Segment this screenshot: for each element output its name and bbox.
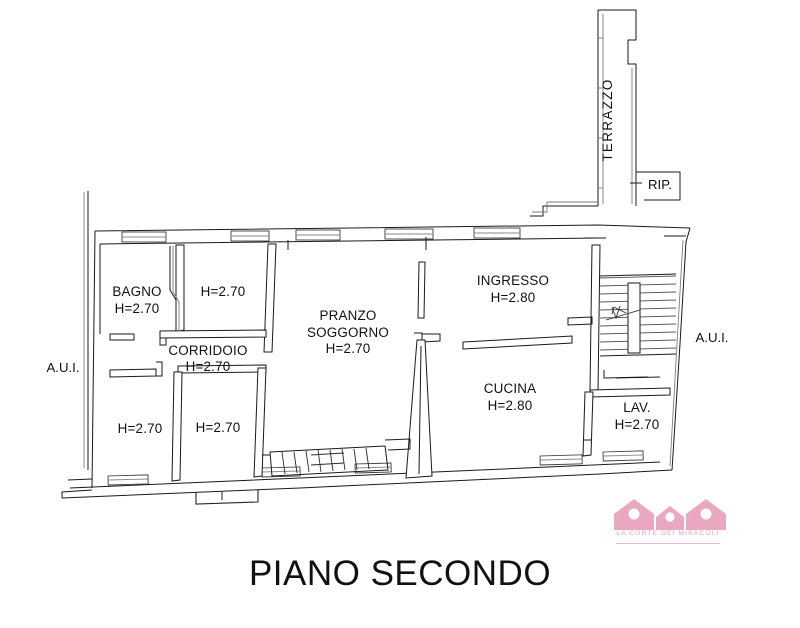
page-title: PIANO SECONDO bbox=[248, 554, 552, 593]
room-height-camera3: H=2.70 bbox=[196, 420, 241, 435]
room-height-bagno: H=2.70 bbox=[115, 301, 160, 316]
logo-brand-text: LA CORTE DEI MIRACOLI bbox=[616, 530, 720, 537]
left-rooms-walls bbox=[99, 243, 277, 482]
logo-houses-icon bbox=[614, 499, 726, 530]
building-envelope bbox=[61, 191, 691, 499]
stairwell-area bbox=[567, 235, 686, 457]
room-label-cucina: CUCINA bbox=[484, 381, 537, 396]
room-label-pranzo-line1: PRANZO bbox=[320, 308, 377, 323]
bottom-wall-windows bbox=[107, 450, 644, 505]
room-height-ingresso: H=2.80 bbox=[491, 290, 536, 305]
room-height-corridoio: H=2.70 bbox=[186, 359, 231, 374]
room-label-lav: LAV. bbox=[623, 400, 651, 415]
room-height-camera2: H=2.70 bbox=[118, 421, 163, 436]
top-wall-windows bbox=[121, 227, 521, 243]
staircase-treads bbox=[599, 273, 677, 357]
room-label-corridoio: CORRIDOIO bbox=[168, 343, 247, 358]
brand-logo: LA CORTE DEI MIRACOLI bbox=[602, 494, 734, 548]
room-label-bagno: BAGNO bbox=[112, 284, 161, 299]
stair-direction-arrow bbox=[605, 305, 641, 321]
room-height-camera1: H=2.70 bbox=[201, 284, 246, 299]
label-aui-right: A.U.I. bbox=[696, 330, 729, 345]
pranzo-walls bbox=[253, 237, 573, 479]
room-height-lav: H=2.70 bbox=[615, 417, 660, 432]
room-label-rip: RIP. bbox=[648, 177, 672, 192]
room-height-pranzo: H=2.70 bbox=[326, 341, 371, 356]
terrazzo-area: TERRAZZO bbox=[530, 9, 637, 217]
logo-underline bbox=[616, 543, 720, 545]
label-aui-left: A.U.I. bbox=[47, 360, 80, 375]
room-height-cucina: H=2.80 bbox=[488, 398, 533, 413]
room-label-ingresso: INGRESSO bbox=[477, 273, 549, 288]
bottom-stair bbox=[262, 438, 411, 477]
room-label-pranzo-line2: SOGGORNO bbox=[307, 325, 389, 340]
room-label-terrazzo: TERRAZZO bbox=[600, 78, 615, 161]
rip-area: RIP. bbox=[630, 171, 681, 206]
room-labels: BAGNO H=2.70 H=2.70 CORRIDOIO H=2.70 H=2… bbox=[47, 273, 729, 436]
